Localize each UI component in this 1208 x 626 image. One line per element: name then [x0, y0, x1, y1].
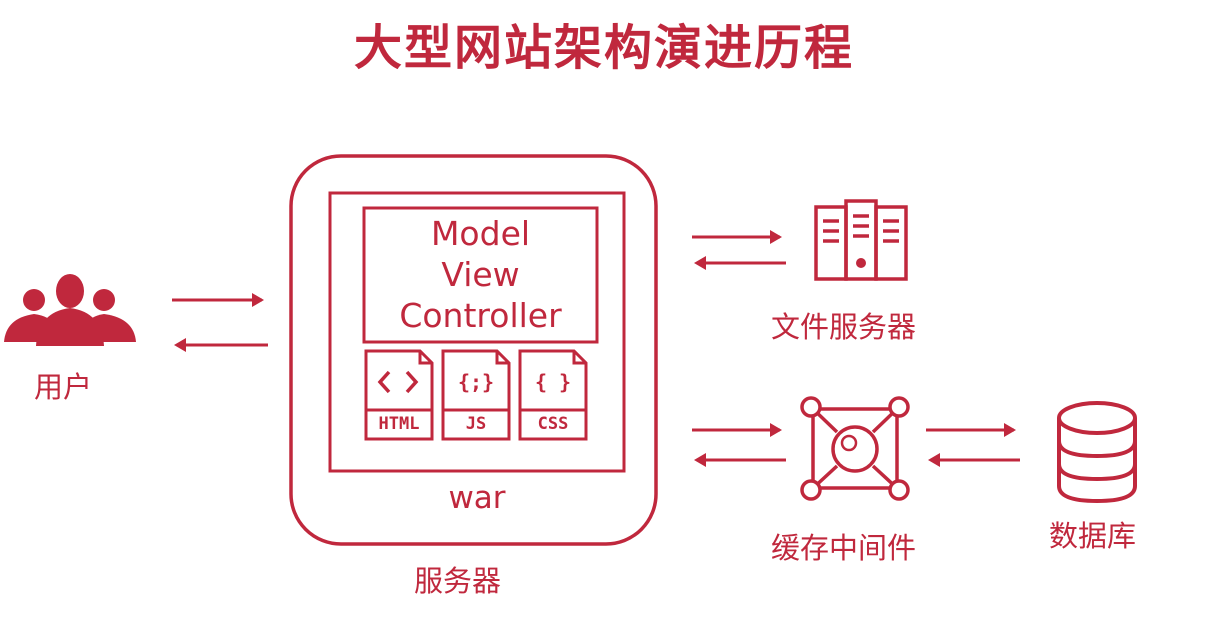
arrows-user-server: [172, 293, 268, 352]
server-box: [289, 154, 658, 546]
page-title: 大型网站架构演进历程: [353, 20, 854, 76]
css-glyph: { }: [534, 370, 572, 394]
user-label: 用户: [34, 370, 93, 404]
cache-label: 缓存中间件: [771, 531, 917, 565]
js-file-icon: [441, 349, 511, 441]
css-file-icon: [518, 349, 588, 441]
cache-node-icon: [800, 396, 910, 501]
html-label: HTML: [378, 414, 420, 434]
war-box: [328, 191, 626, 473]
js-label: JS: [465, 414, 487, 434]
server-rack-icon: [814, 199, 908, 281]
users-icon: [4, 274, 136, 346]
database-icon: [1057, 401, 1137, 504]
js-glyph: {;}: [457, 370, 495, 394]
arrows-cache-database: [926, 423, 1020, 467]
mvc-view: View: [441, 255, 520, 294]
arrows-server-fileserver: [692, 230, 786, 270]
database-label: 数据库: [1049, 519, 1137, 553]
war-label: war: [448, 480, 506, 516]
server-label: 服务器: [414, 564, 502, 598]
file-server-label: 文件服务器: [771, 310, 917, 344]
html-file-icon: [364, 349, 434, 441]
mvc-controller: Controller: [399, 296, 562, 335]
mvc-model: Model: [430, 214, 531, 253]
mvc-box: [362, 206, 599, 344]
arrows-server-cache: [692, 423, 786, 467]
css-label: CSS: [537, 414, 569, 434]
